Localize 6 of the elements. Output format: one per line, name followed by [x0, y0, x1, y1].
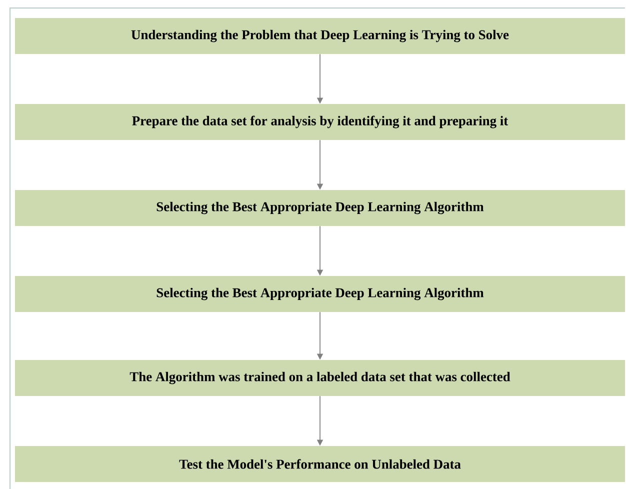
process-box: Understanding the Problem that Deep Learning is Trying to Solve	[15, 18, 625, 54]
process-box: The Algorithm was trained on a labeled data set that was collected	[15, 360, 625, 396]
process-box: Selecting the Best Appropriate Deep Learning Algorithm	[15, 190, 625, 226]
process-box: Test the Model's Performance on Unlabeled Data	[15, 446, 625, 482]
process-box: Selecting the Best Appropriate Deep Learning Algorithm	[15, 276, 625, 312]
process-box: Prepare the data set for analysis by identifying it and preparing it	[15, 104, 625, 140]
